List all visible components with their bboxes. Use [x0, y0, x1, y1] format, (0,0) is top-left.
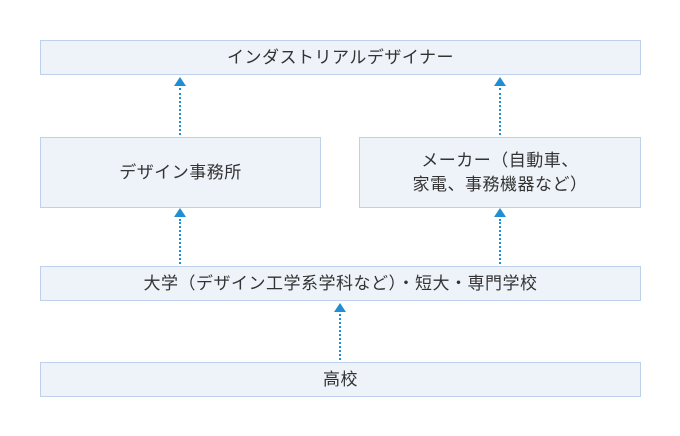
node-label-line-2: 家電、事務機器など）: [412, 174, 588, 195]
node-industrial-designer: インダストリアルデザイナー: [40, 40, 641, 75]
arrow-up-icon: [334, 303, 346, 360]
node-label: インダストリアルデザイナー: [227, 47, 454, 68]
node-high-school: 高校: [40, 362, 641, 397]
node-label-line-1: メーカー（自動車、: [421, 150, 579, 171]
arrow-up-icon: [494, 208, 506, 264]
arrow-up-icon: [174, 208, 186, 264]
arrow-up-icon: [494, 77, 506, 135]
node-label: デザイン事務所: [119, 162, 242, 183]
node-label: 高校: [323, 369, 358, 390]
node-design-office: デザイン事務所: [40, 137, 321, 208]
node-university: 大学（デザイン工学系学科など）・短大・専門学校: [40, 266, 641, 301]
node-label: 大学（デザイン工学系学科など）・短大・専門学校: [143, 273, 538, 294]
arrow-up-icon: [174, 77, 186, 135]
node-manufacturer: メーカー（自動車、 家電、事務機器など）: [359, 137, 641, 208]
